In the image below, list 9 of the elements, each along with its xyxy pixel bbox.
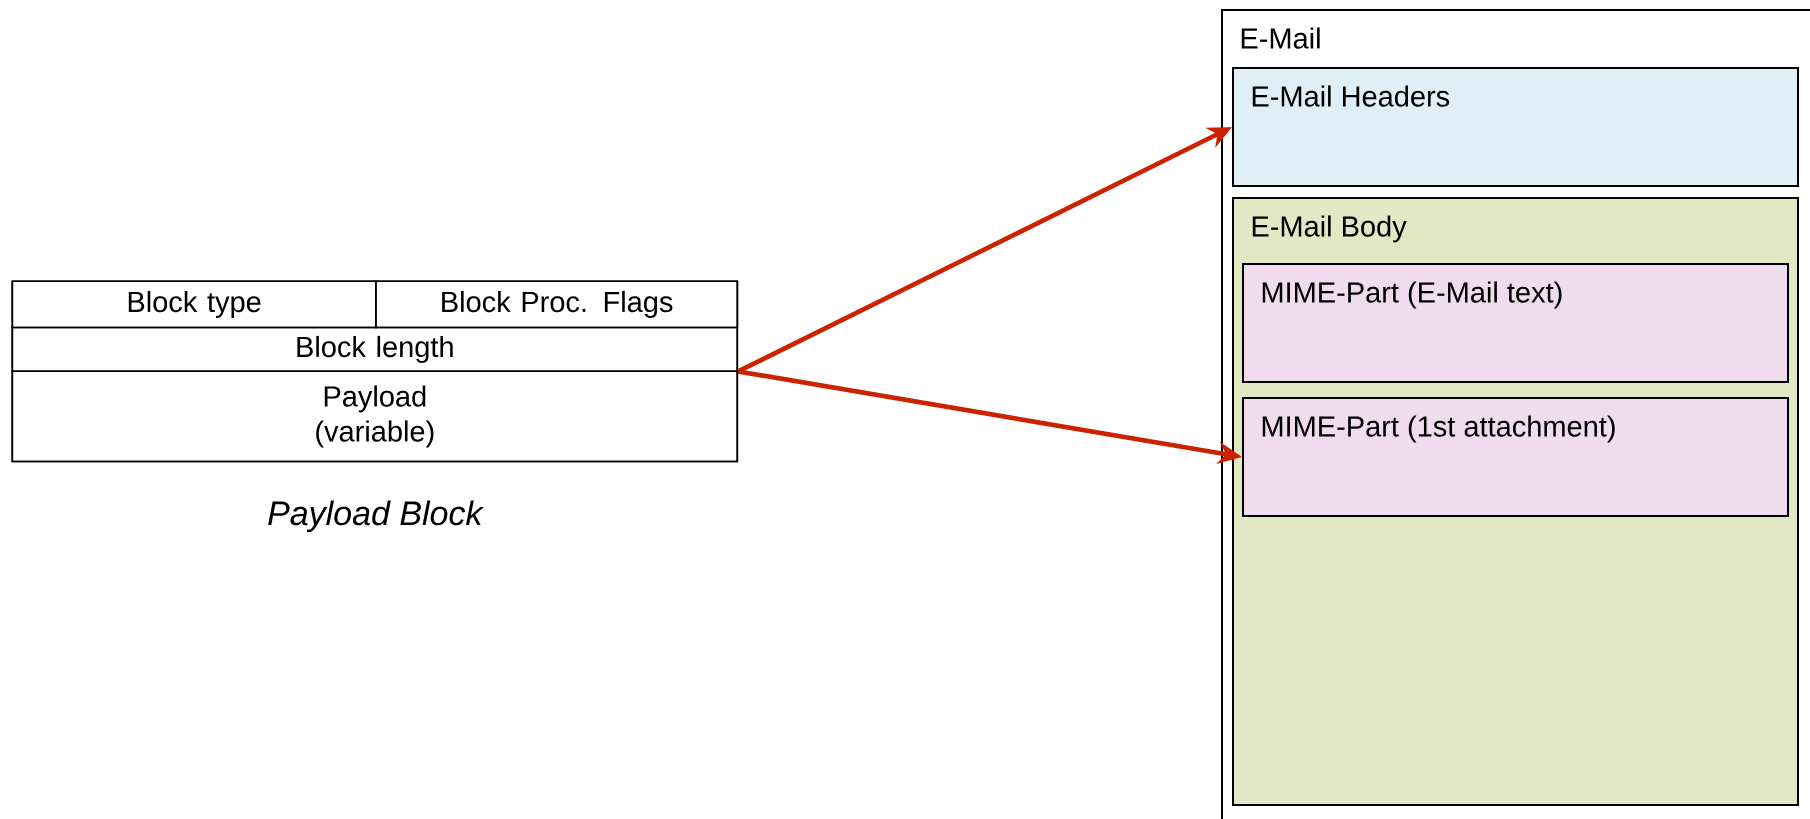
section-box: MIME-Part (E-Mail text) [1242,263,1789,383]
table-box [11,280,739,463]
table-cell: Block type [11,280,377,329]
table-cell: Payload (variable) [11,370,739,463]
node-label: Payload Block [268,500,484,533]
section-box: E-Mail Headers [1232,67,1799,187]
table-cell: Block length [11,326,739,373]
table-cell: Block Proc. Flags [375,280,739,329]
section-box: MIME-Part (1st attachment) [1242,397,1789,517]
